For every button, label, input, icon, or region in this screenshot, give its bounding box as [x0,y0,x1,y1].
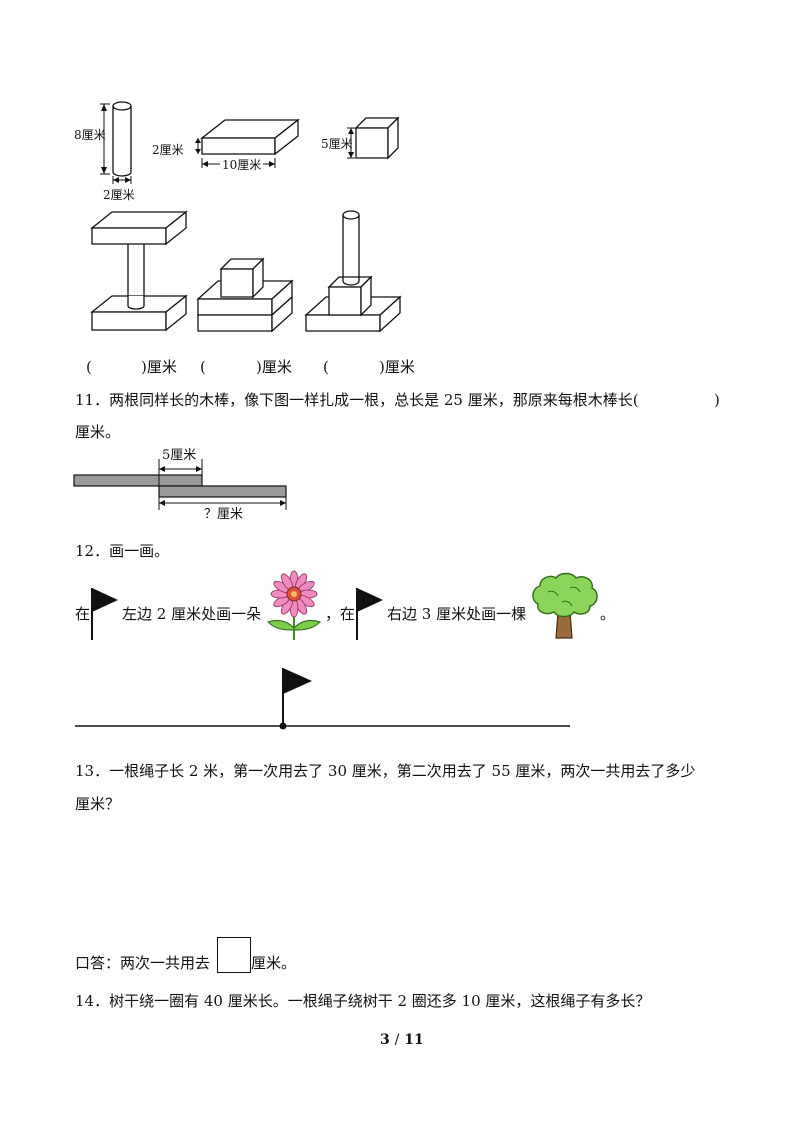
cube-side-label: 5厘米 [321,137,353,151]
current-page: 3 [380,1032,390,1048]
q12-title: 12．画一画。 [75,542,170,560]
sticks-diagram [73,459,287,510]
q13-line2: 厘米？ [75,795,121,813]
blank-1-open: ( [86,358,92,376]
q12-text-1: 在 [75,605,91,623]
slab-height-label: 2厘米 [152,143,184,157]
q11-line1: 11．两根同样长的木棒，像下图一样扎成一根，总长是 25 厘米，那原来每根木棒长… [75,391,639,409]
tree-icon [532,572,598,639]
q12-text-5: 。 [600,605,616,623]
slab-figure [195,118,300,168]
q12-text-3: ，在 [325,605,356,623]
cylinder-width-label: 2厘米 [103,188,135,202]
stacked-cube-figure [196,257,294,333]
cylinder-height-label: 8厘米 [74,128,106,142]
q13-answer-box[interactable] [217,937,251,973]
page-number: 3 / 11 [380,1032,424,1048]
blank-2-close: )厘米 [256,358,292,376]
blank-2-open: ( [200,358,206,376]
blank-3-open: ( [323,358,329,376]
unknown-length-label: ？厘米 [204,507,244,522]
flag-icon [91,588,118,640]
flower-icon [267,570,321,640]
drawing-line [75,668,570,730]
q13-answer-prefix: 口答：两次一共用去 [75,954,211,972]
blank-3-close: )厘米 [379,358,415,376]
q11-line2: 厘米。 [75,423,121,441]
q13-line1: 13．一根绳子长 2 米，第一次用去了 30 厘米，第二次用去了 55 厘米，两… [75,762,696,780]
overlap-label: 5厘米 [162,448,197,463]
flag-icon [356,588,383,640]
q12-text-2: 左边 2 厘米处画一朵 [122,605,262,623]
q12-text-4: 右边 3 厘米处画一棵 [387,605,527,623]
page-separator: / [394,1032,400,1048]
q14-line1: 14．树干绕一圈有 40 厘米长。一根绳子绕树干 2 圈还多 10 厘米，这根绳… [75,992,651,1010]
q11-line1-close: ) [714,391,720,409]
total-pages: 11 [404,1032,424,1048]
table-shape-figure [90,210,188,332]
slab-length-label: 10厘米 [220,158,264,172]
blank-1-close: )厘米 [141,358,177,376]
q13-answer-suffix: 厘米。 [251,954,297,972]
cylinder-figure [100,101,132,184]
cube-figure [347,116,400,160]
cylinder-on-cube-figure [304,210,402,333]
